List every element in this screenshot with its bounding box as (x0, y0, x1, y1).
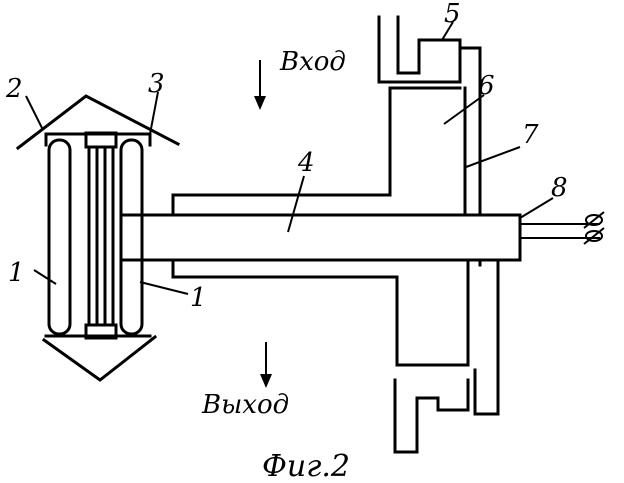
leader-4 (287, 175, 305, 233)
housing-outline-bottom (171, 258, 470, 367)
label-1-left: 1 (8, 258, 25, 288)
leader-1-left (33, 269, 57, 285)
top-roof (15, 94, 181, 151)
disk-upper (458, 46, 482, 217)
wire-terminal-upper (585, 214, 603, 226)
wire-terminal-lower (585, 230, 603, 242)
top-block (84, 131, 118, 149)
lower-channel (393, 378, 470, 454)
input-arrow-head (254, 96, 266, 110)
leader-5 (441, 21, 454, 41)
wire-slash-lower (583, 227, 605, 245)
wire-slash-upper (583, 211, 605, 229)
leader-1-right (139, 281, 189, 295)
leader-2 (25, 95, 43, 129)
label-6: 6 (478, 71, 495, 101)
disk-lower-outer (473, 258, 500, 416)
flow-output-label: Выход (201, 390, 289, 420)
bottom-block (84, 323, 118, 340)
roller-left (47, 138, 72, 336)
label-1-right: 1 (190, 283, 207, 313)
output-arrow-head (260, 374, 272, 388)
label-5: 5 (444, 0, 461, 29)
housing-outline (171, 86, 462, 217)
label-3: 3 (148, 69, 165, 99)
shaft (119, 213, 522, 262)
label-7: 7 (522, 120, 539, 150)
upper-channel (377, 15, 462, 84)
flow-input-label: Вход (279, 47, 346, 77)
leader-3 (149, 91, 159, 135)
label-4: 4 (297, 148, 315, 178)
label-8: 8 (551, 173, 568, 203)
label-2: 2 (5, 74, 23, 104)
leader-8 (519, 197, 554, 219)
leader-7 (465, 146, 521, 168)
leader-6 (443, 94, 485, 125)
roller-right (119, 138, 144, 336)
figure-caption: Фиг.2 (262, 449, 350, 483)
bottom-wedge (41, 334, 158, 382)
